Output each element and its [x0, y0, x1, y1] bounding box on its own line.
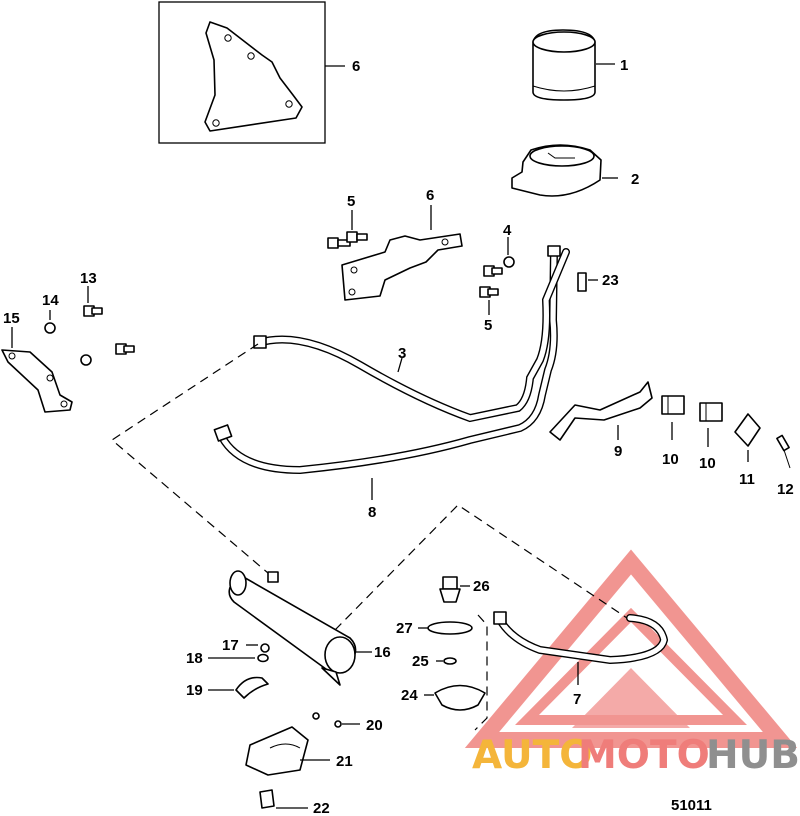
bolts-upper	[327, 210, 368, 249]
callout-labels: 1 2 3 4 5 5 6 6 7 8 9 10 10 11 12 13 14 …	[3, 57, 794, 816]
callout-6-bracket: 6	[426, 187, 434, 204]
watermark-triangle-logo	[464, 549, 798, 748]
small-parts-bottom	[245, 712, 360, 809]
bracket-15	[1, 286, 135, 413]
callout-14: 14	[42, 292, 59, 309]
callout-23: 23	[602, 272, 619, 289]
callout-19: 19	[186, 682, 203, 699]
callout-22: 22	[313, 800, 330, 816]
callout-10-right: 10	[699, 455, 716, 472]
callout-8: 8	[368, 504, 376, 521]
callout-5-upper: 5	[347, 193, 355, 210]
watermark-moto: MOTO	[578, 733, 710, 778]
inset-box	[158, 1, 345, 144]
cap-assembly	[418, 576, 486, 711]
callout-1: 1	[620, 57, 628, 74]
callout-11: 11	[739, 471, 755, 488]
callout-3: 3	[398, 345, 406, 362]
callout-18: 18	[186, 650, 203, 667]
filter-adapter	[511, 144, 618, 197]
callout-13: 13	[80, 270, 97, 287]
callout-25: 25	[412, 653, 429, 670]
callout-17: 17	[222, 637, 239, 654]
callout-15: 15	[3, 310, 20, 327]
small-parts-left	[208, 643, 270, 699]
oil-filter	[532, 29, 615, 101]
callout-21: 21	[336, 753, 353, 770]
watermark-auto: AUTO	[472, 733, 592, 778]
fasteners-right	[479, 237, 515, 315]
callout-12: 12	[777, 481, 794, 498]
callout-10-left: 10	[662, 451, 679, 468]
hose-7	[493, 611, 669, 685]
callout-16: 16	[374, 644, 391, 661]
mounting-bracket	[341, 205, 463, 301]
callout-20: 20	[366, 717, 383, 734]
callout-26: 26	[473, 578, 490, 595]
hose-8	[213, 245, 561, 475]
watermark-hub: HUB	[706, 733, 800, 778]
bracket-9	[549, 381, 653, 441]
callout-4: 4	[503, 222, 512, 239]
bolt-23	[577, 272, 598, 292]
callout-2: 2	[631, 171, 639, 188]
clips-and-plate	[661, 395, 791, 469]
oil-cooler	[228, 570, 372, 686]
callout-7: 7	[573, 691, 581, 708]
figure-code: 51011	[671, 797, 712, 814]
hose-3	[253, 248, 570, 500]
watermark-text: AUTO MOTO HUB	[472, 733, 800, 778]
callout-6-inset: 6	[352, 58, 360, 75]
callout-9: 9	[614, 443, 622, 460]
dashed-leaders	[111, 343, 631, 731]
callout-24: 24	[401, 687, 418, 704]
callout-27: 27	[396, 620, 413, 637]
callout-5-right: 5	[484, 317, 492, 334]
